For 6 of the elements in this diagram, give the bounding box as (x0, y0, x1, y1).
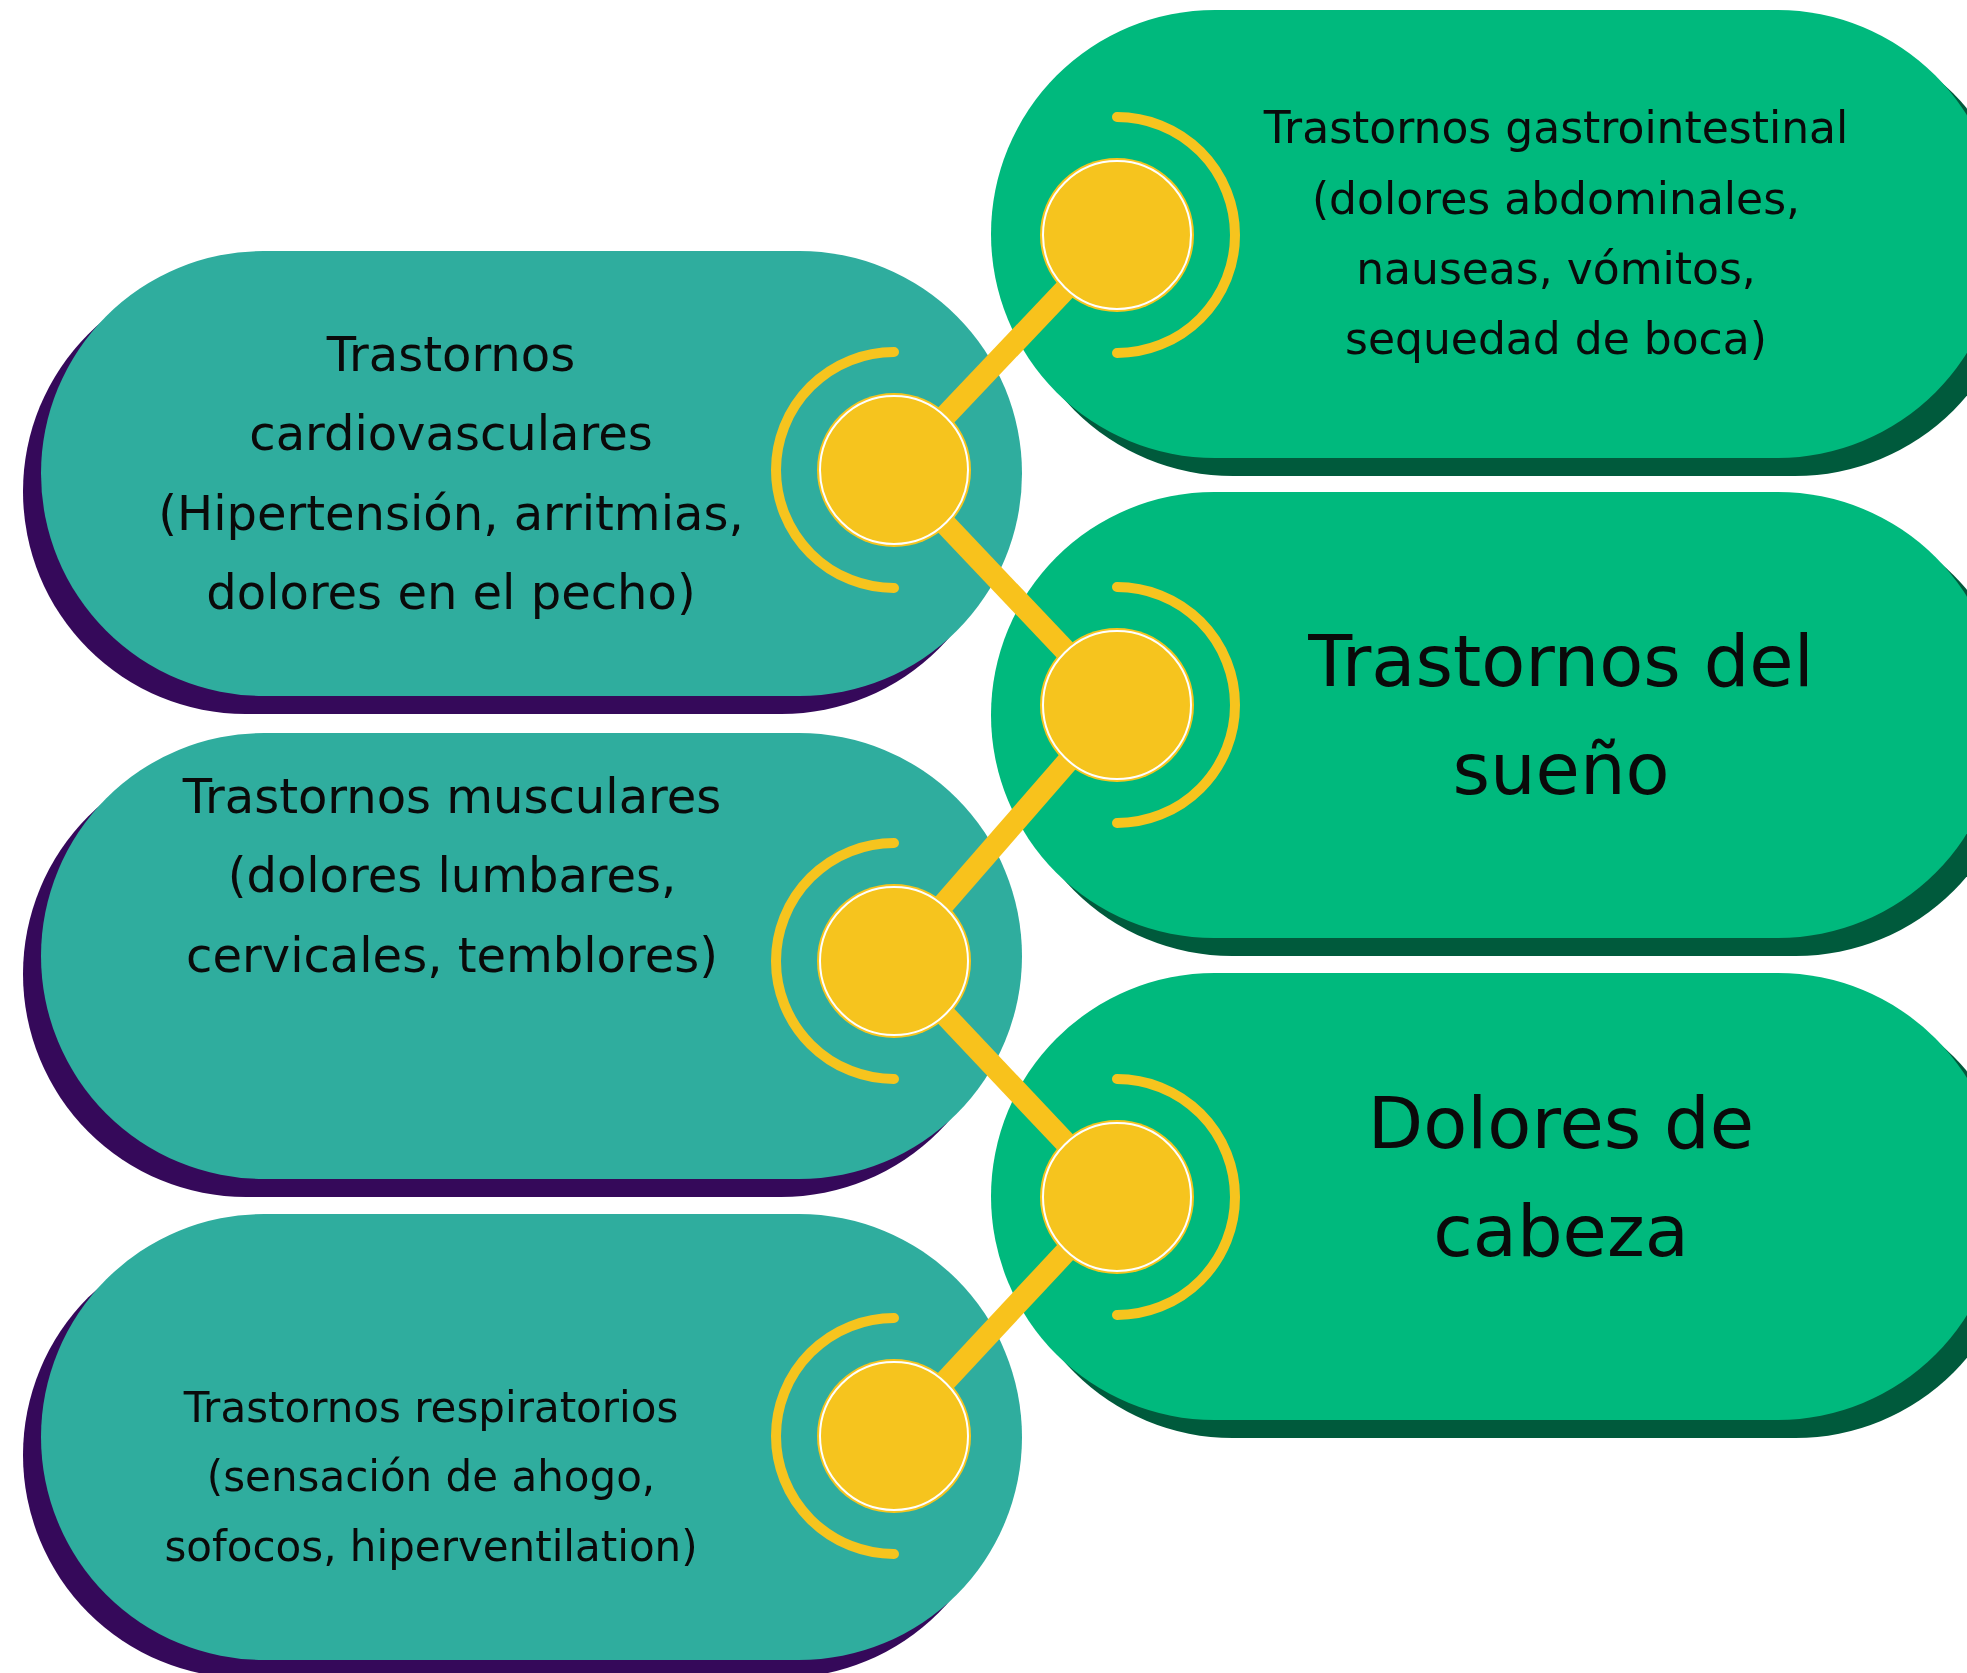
node-text: Trastornos gastrointestinal (dolores abdominales, nauseas, vómitos, sequedad de boca) (1262, 101, 1850, 367)
node-text: Dolores de cabeza (1366, 1079, 1756, 1275)
node-text: Trastornos respiratorios (sensación de ahogo, sofocos, hiperventilation) (163, 1382, 699, 1573)
node-text: Trastornos del sueño (1307, 618, 1815, 813)
node-text: Trastornos cardiovasculares (Hipertensión, arritmias, dolores en el pecho) (157, 325, 745, 622)
node-text: Trastornos musculares (dolores lumbares, cervicales, temblores) (181, 767, 723, 985)
